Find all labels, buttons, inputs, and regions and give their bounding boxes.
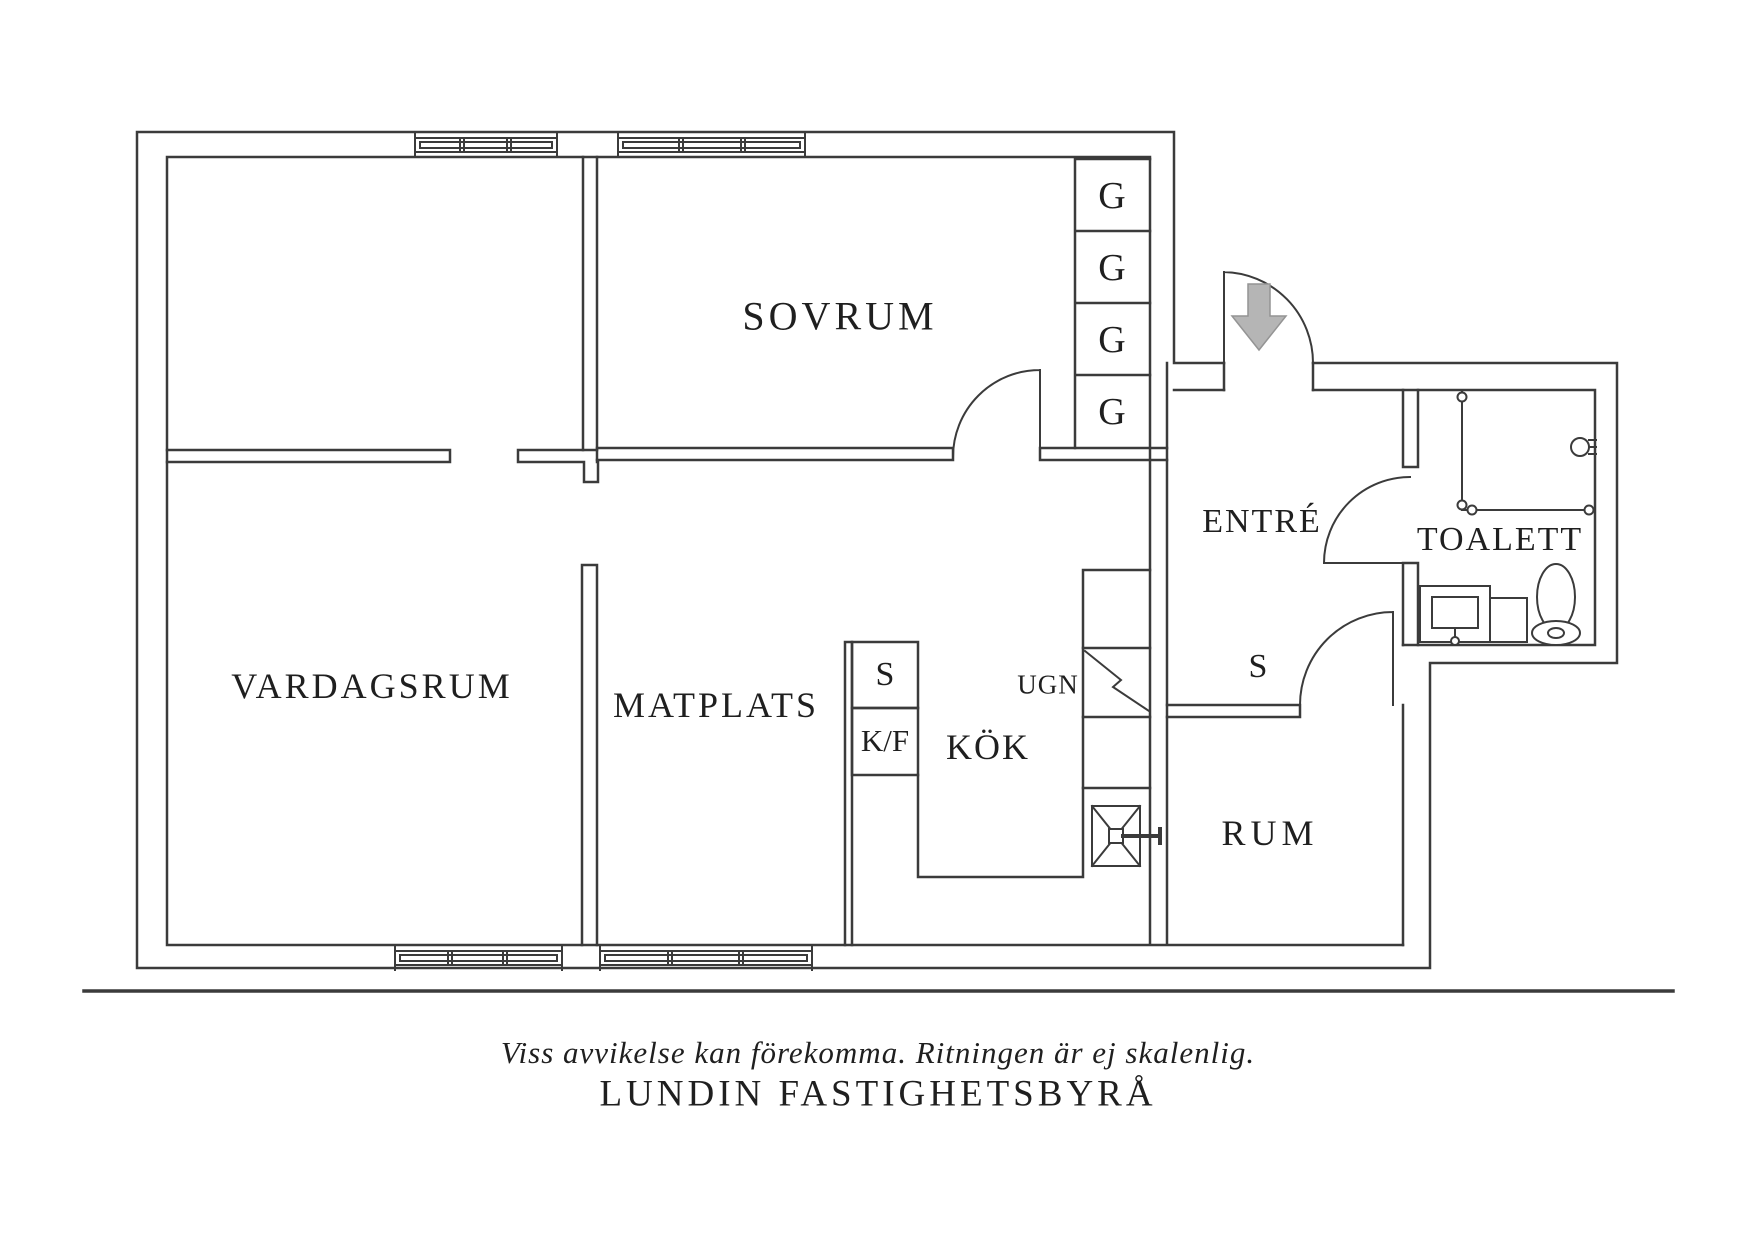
wall-room1-vardagsrum [165,448,600,484]
sink-icon [1419,585,1528,646]
window-top-sovrum [617,131,806,158]
window-top-room1 [414,131,558,158]
cabinet-label-s-kitchen: S [875,656,895,693]
entry-door-jambs [1222,361,1315,392]
stove-icon [1090,804,1162,868]
wardrobe-label-g2: G [1098,247,1126,289]
entry-door [1222,270,1315,365]
room-label-sovrum: SOVRUM [742,293,938,339]
cabinet-label-s-hall: S [1248,648,1268,685]
room-label-kok: KÖK [946,727,1030,767]
room-label-toalett: TOALETT [1416,521,1584,558]
kok-appliance-column [1081,646,1152,790]
wardrobe-label-g1: G [1098,175,1126,217]
cabinet-label-kf: K/F [860,723,910,758]
wardrobe-label-g3: G [1098,319,1126,361]
shower-icon [1456,391,1597,516]
wall-toalett-west [1401,388,1420,647]
window-bottom-vardagsrum [394,944,563,971]
wall-vardagsrum-matplats [580,563,599,947]
inner-walls-main [165,155,1405,947]
wardrobe-label-g4: G [1098,391,1126,433]
kok-counter [916,568,1152,879]
footer-brand: LUNDIN FASTIGHETSBYRÅ [599,1073,1157,1115]
toilet-icon [1531,563,1581,646]
toalett-door [1322,475,1412,565]
wall-hall-rum [1165,703,1405,947]
down-arrow-icon [1230,283,1288,352]
inner-walls-wing [1172,388,1597,647]
room-label-rum: RUM [1221,813,1319,853]
rum-door [1298,610,1395,707]
footer-disclaimer: Viss avvikelse kan förekomma. Ritningen … [500,1035,1256,1070]
wall-sovrum-south [595,446,1169,462]
fixture-label-ugn: UGN [1017,669,1079,700]
wall-room1-sovrum [581,155,599,452]
room-label-matplats: MATPLATS [612,685,820,725]
room-label-vardagsrum: VARDAGSRUM [231,666,513,706]
sovrum-door [951,368,1042,461]
room-label-entre: ENTRÉ [1202,503,1322,540]
oven-symbol [1083,649,1151,713]
cabinet-kf [850,706,920,777]
wardrobe-g-column [1073,157,1152,450]
outer-wall [135,130,1619,970]
window-bottom-matplats [599,944,813,971]
